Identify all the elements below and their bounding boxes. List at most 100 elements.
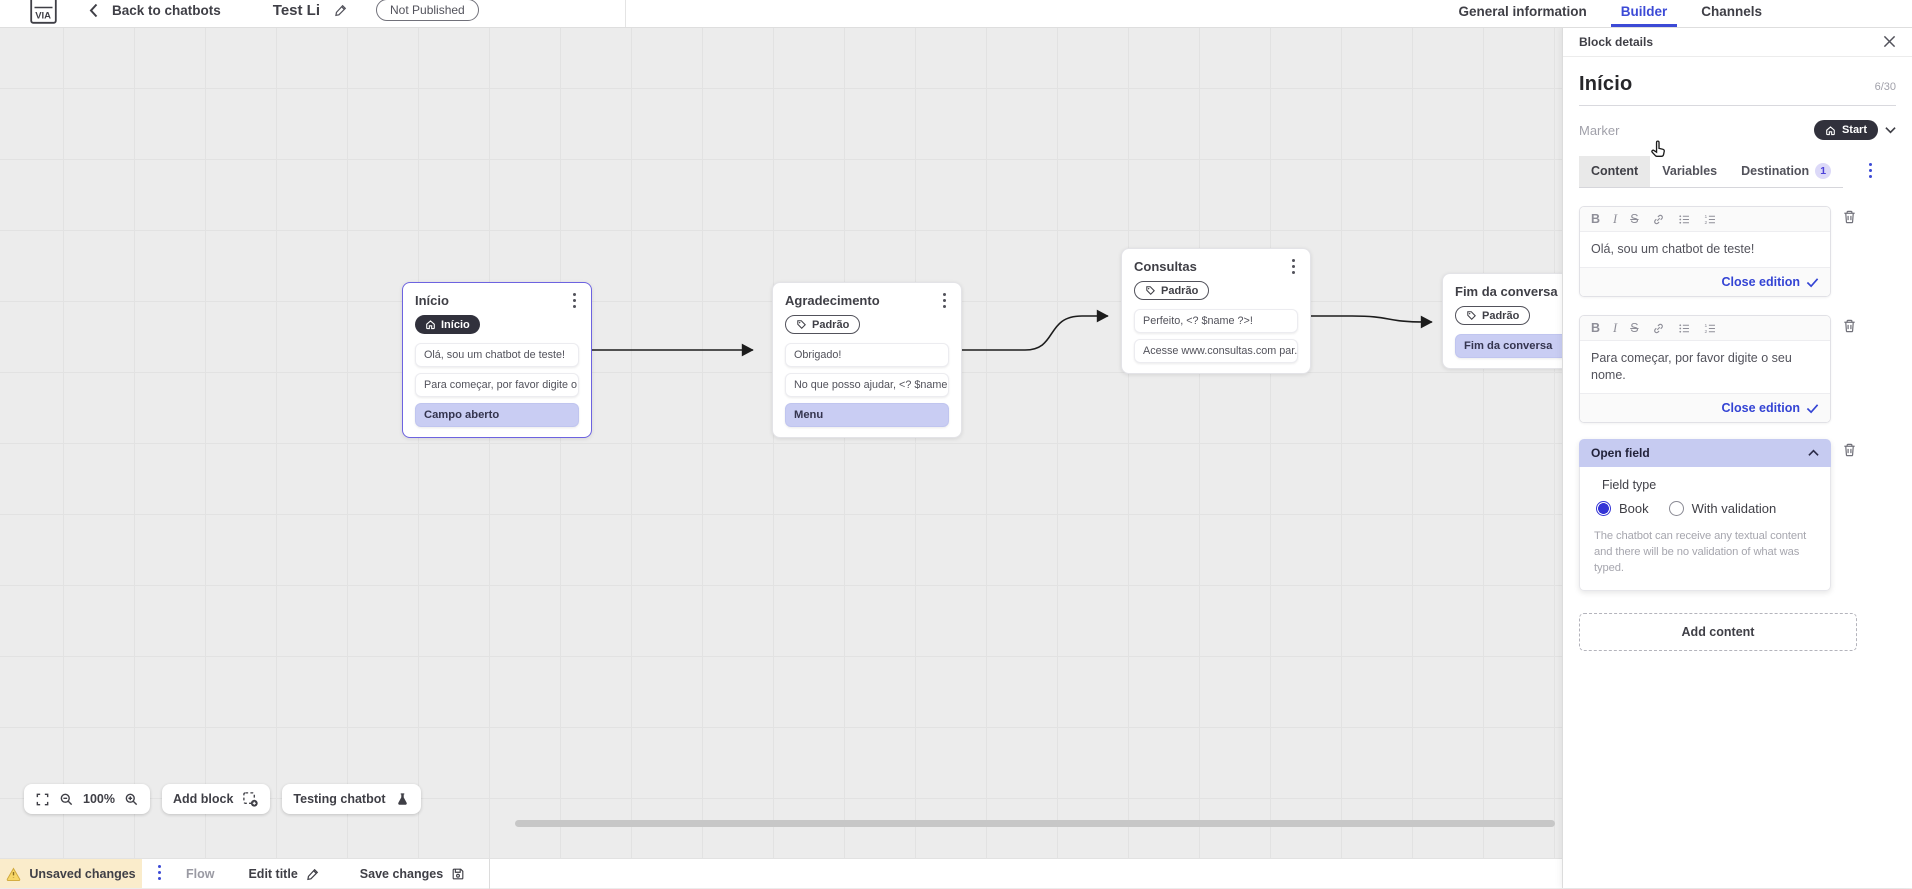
block-name-input[interactable]: Início — [1579, 73, 1633, 95]
block-menu-icon[interactable] — [1292, 259, 1296, 277]
strikethrough-icon[interactable]: S — [1630, 212, 1639, 226]
block-marker-pill: Padrão — [1134, 281, 1210, 300]
ordered-list-icon[interactable]: 1 2 — [1704, 213, 1717, 226]
panel-tabs-menu-icon[interactable] — [1869, 163, 1873, 181]
block-menu-icon[interactable] — [943, 293, 947, 311]
editor-text[interactable]: Para começar, por favor digite o seu nom… — [1580, 341, 1830, 393]
tab-builder[interactable]: Builder — [1610, 0, 1677, 27]
zoom-out-icon[interactable] — [59, 792, 74, 807]
add-block-button[interactable]: Add block — [161, 784, 271, 814]
text-editor[interactable]: B I S 1 2 — [1579, 315, 1831, 423]
block-title: Início — [415, 293, 449, 308]
main-nav-tabs: General information Builder Channels — [1456, 0, 1764, 27]
close-icon[interactable] — [1883, 35, 1896, 48]
status-badge: Not Published — [376, 0, 479, 21]
chatbot-title[interactable]: Test Li — [272, 1, 321, 19]
add-block-label: Add block — [172, 792, 234, 806]
link-icon[interactable] — [1652, 322, 1665, 335]
chevron-down-icon[interactable] — [1885, 126, 1896, 134]
delete-content-icon[interactable] — [1842, 442, 1857, 458]
bold-icon[interactable]: B — [1591, 212, 1601, 226]
testing-chatbot-button[interactable]: Testing chatbot — [282, 784, 421, 814]
block-item[interactable]: Para começar, por favor digite o ... — [415, 373, 579, 397]
block-menu-icon[interactable] — [573, 293, 577, 311]
panel-title: Block details — [1579, 34, 1654, 49]
tag-icon — [797, 320, 806, 329]
svg-text:1: 1 — [1704, 322, 1707, 328]
text-editor[interactable]: B I S 1 2 — [1579, 206, 1831, 297]
save-icon — [452, 868, 464, 879]
add-content-button[interactable]: Add content — [1579, 613, 1857, 651]
svg-text:VIA: VIA — [35, 10, 51, 21]
bold-icon[interactable]: B — [1591, 321, 1601, 335]
strikethrough-icon[interactable]: S — [1630, 321, 1639, 335]
check-icon — [1806, 277, 1819, 287]
edit-title-button[interactable]: Edit title — [248, 867, 319, 881]
field-type-helper: The chatbot can receive any textual cont… — [1594, 530, 1807, 574]
block-marker-pill: Início — [415, 315, 480, 334]
close-edition-button[interactable]: Close edition — [1721, 275, 1800, 289]
block-item[interactable]: Acesse www.consultas.com par... — [1134, 339, 1298, 363]
marker-select[interactable]: Start — [1813, 120, 1878, 140]
ordered-list-icon[interactable]: 1 2 — [1704, 322, 1717, 335]
marker-label: Marker — [1579, 122, 1620, 138]
back-to-chatbots[interactable]: Back to chatbots — [89, 3, 221, 18]
tab-general-information[interactable]: General information — [1458, 4, 1587, 19]
tab-channels[interactable]: Channels — [1701, 4, 1762, 19]
chevron-up-icon — [1808, 449, 1819, 456]
horizontal-scrollbar[interactable] — [515, 820, 1555, 827]
block-item[interactable]: Perfeito, <? $name ?>! — [1134, 309, 1298, 333]
radio-with-validation[interactable]: With validation — [1668, 501, 1776, 516]
statusbar: Unsaved changes Flow Edit title Save cha… — [0, 858, 1562, 889]
home-icon — [1826, 125, 1835, 135]
save-changes-button[interactable]: Save changes — [360, 867, 465, 881]
fit-screen-icon[interactable] — [35, 792, 50, 807]
block-item[interactable]: Obrigado! — [785, 343, 949, 367]
svg-text:1: 1 — [1704, 213, 1707, 219]
link-icon[interactable] — [1652, 213, 1665, 226]
zoom-in-icon[interactable] — [124, 792, 139, 807]
block-title: Fim da conversa — [1455, 284, 1558, 299]
destination-count-badge: 1 — [1815, 163, 1832, 179]
topbar: VIA Back to chatbots Test Li Not Publish… — [0, 0, 1912, 28]
open-field-header[interactable]: Open field — [1579, 439, 1831, 467]
editor-text[interactable]: Olá, sou um chatbot de teste! — [1580, 232, 1830, 267]
bullet-list-icon[interactable] — [1678, 213, 1691, 226]
block-item[interactable]: Menu — [785, 403, 949, 427]
block-item[interactable]: Campo aberto — [415, 403, 579, 427]
edit-title-icon[interactable] — [334, 3, 348, 17]
block-marker-pill: Padrão — [785, 315, 861, 334]
zoom-controls[interactable]: 100% — [24, 784, 150, 814]
editor-toolbar: B I S 1 2 — [1580, 316, 1830, 341]
bullet-list-icon[interactable] — [1678, 322, 1691, 335]
add-block-icon — [242, 791, 259, 808]
block-marker-pill: Padrão — [1455, 306, 1531, 325]
delete-content-icon[interactable] — [1842, 209, 1857, 225]
radio-unselected-icon[interactable] — [1668, 501, 1684, 516]
block-item[interactable]: No que posso ajudar, <? $name ... — [785, 373, 949, 397]
flask-icon — [395, 792, 410, 807]
radio-selected-icon[interactable] — [1596, 501, 1611, 516]
panel-tab-variables[interactable]: Variables — [1662, 164, 1718, 178]
panel-tab-content[interactable]: Content — [1579, 156, 1651, 187]
statusbar-divider — [489, 858, 491, 889]
warning-icon — [7, 867, 21, 881]
svg-text:2: 2 — [1704, 220, 1707, 226]
close-edition-button[interactable]: Close edition — [1721, 401, 1800, 415]
delete-content-icon[interactable] — [1842, 318, 1857, 334]
radio-book[interactable]: Book — [1596, 501, 1649, 516]
field-type-label: Field type — [1602, 478, 1657, 492]
italic-icon[interactable]: I — [1613, 212, 1618, 226]
check-icon — [1806, 403, 1819, 413]
back-chevron-icon — [89, 3, 98, 18]
panel-tab-destination[interactable]: Destination 1 — [1729, 156, 1843, 187]
tag-icon — [1467, 311, 1476, 320]
statusbar-menu-icon[interactable] — [158, 864, 162, 883]
italic-icon[interactable]: I — [1613, 321, 1618, 335]
block-item[interactable]: Olá, sou um chatbot de teste! — [415, 343, 579, 367]
open-field-section: Open field Field type Book With validati… — [1579, 439, 1831, 591]
back-label: Back to chatbots — [112, 2, 221, 18]
